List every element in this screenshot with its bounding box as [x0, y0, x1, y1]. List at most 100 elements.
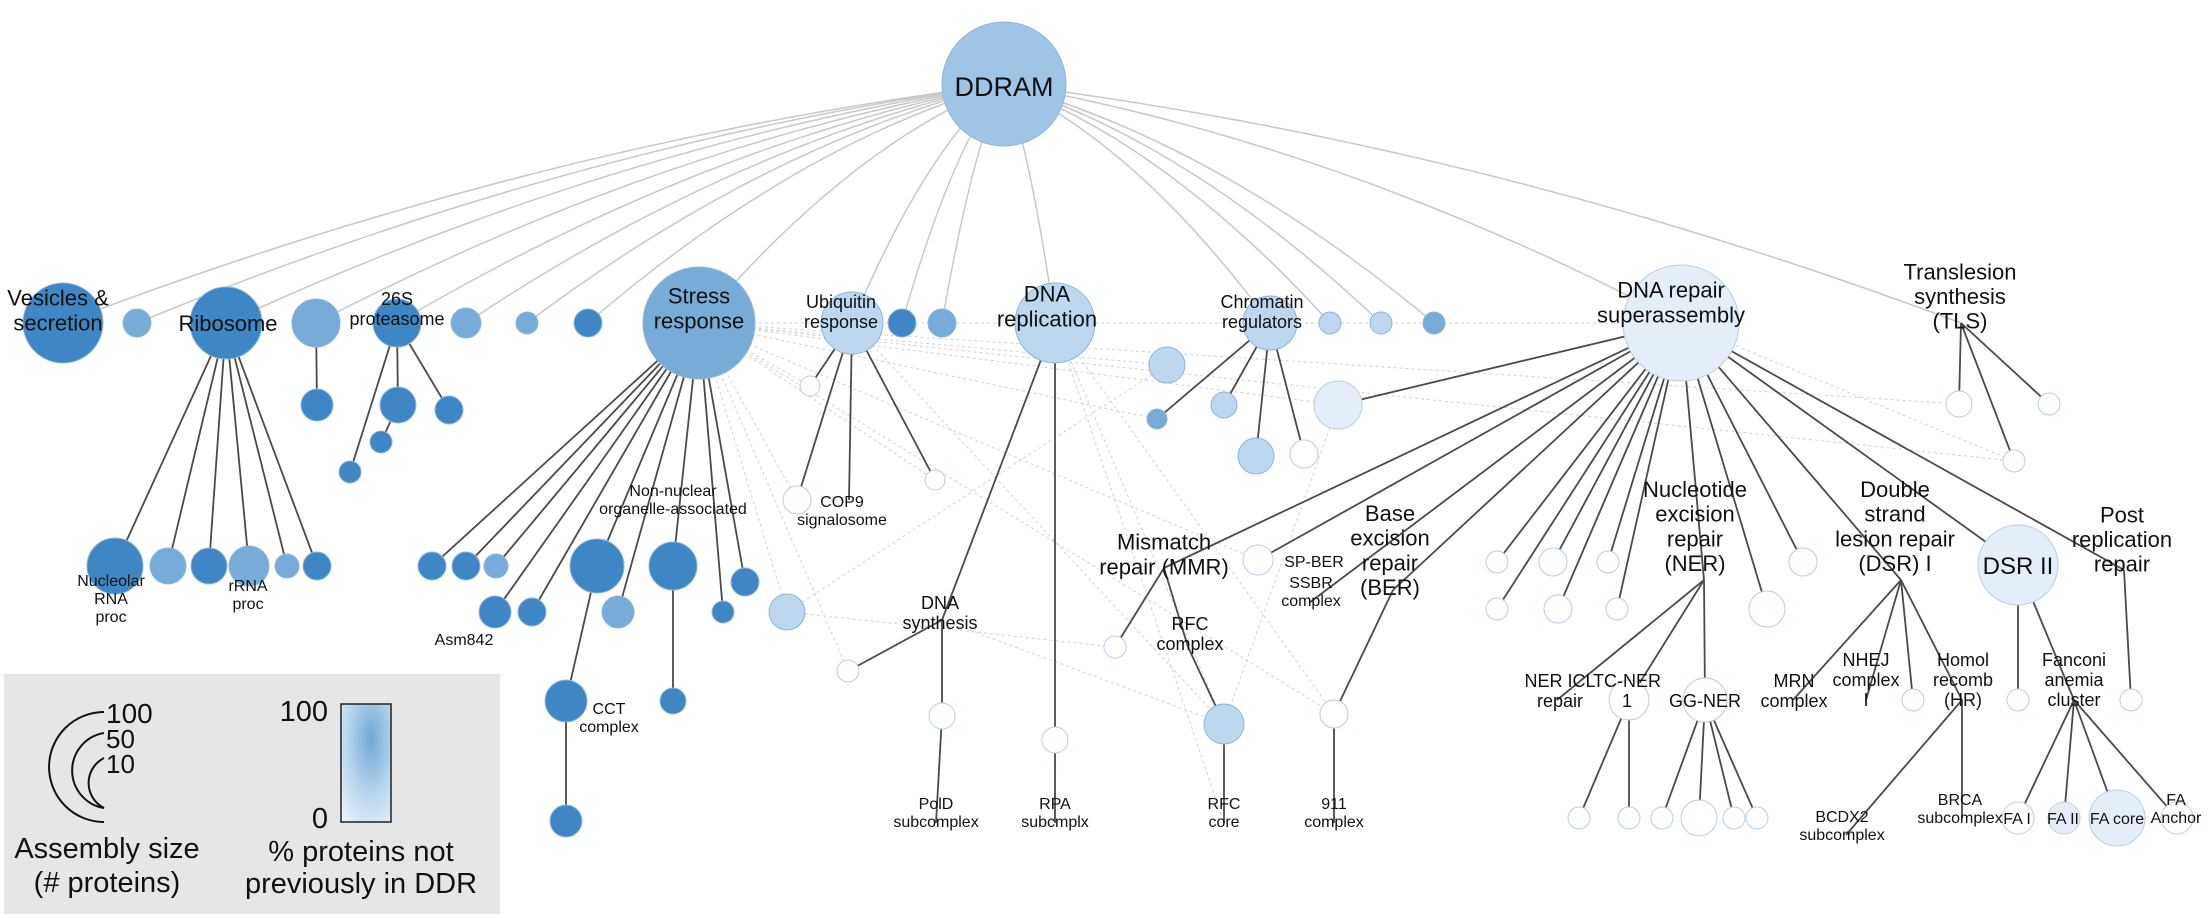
node-spber[interactable]	[1242, 544, 1274, 576]
node-ubiquitin[interactable]	[820, 291, 884, 355]
node-facore[interactable]	[2088, 789, 2146, 847]
node-pr2[interactable]	[379, 386, 417, 424]
node-rb5[interactable]	[274, 553, 300, 579]
node-ub1[interactable]	[799, 375, 821, 397]
node-faii[interactable]	[2047, 801, 2081, 835]
node-n9[interactable]	[1422, 311, 1446, 335]
node-n4[interactable]	[573, 308, 603, 338]
node-st10[interactable]	[730, 567, 760, 597]
node-rb6[interactable]	[302, 551, 332, 581]
node-dr1[interactable]	[1485, 550, 1509, 574]
edge-stress-tls1	[698, 322, 1960, 405]
node-ribosome[interactable]	[189, 286, 263, 360]
node-lb1[interactable]	[291, 298, 341, 348]
node-st5[interactable]	[517, 597, 547, 627]
node-dr5[interactable]	[1543, 594, 1573, 624]
node-st9[interactable]	[711, 600, 735, 624]
node-dr4[interactable]	[1485, 597, 1509, 621]
node-pr2c[interactable]	[369, 430, 393, 454]
node-ds1[interactable]	[836, 659, 860, 683]
node-ub3[interactable]	[924, 469, 946, 491]
node-root[interactable]	[941, 21, 1067, 147]
node-ne1[interactable]	[1567, 806, 1591, 830]
node-dr7[interactable]	[1788, 547, 1818, 577]
node-dr3[interactable]	[1596, 550, 1620, 574]
node-st4[interactable]	[478, 595, 512, 629]
node-cct[interactable]	[544, 679, 588, 723]
node-st1[interactable]	[417, 551, 447, 581]
node-ds2a[interactable]	[2006, 688, 2030, 712]
node-dsr_n[interactable]	[1901, 688, 1925, 712]
node-tls1[interactable]	[1945, 390, 1973, 418]
node-vesicles[interactable]	[22, 282, 104, 364]
node-ner_n[interactable]	[1748, 590, 1786, 628]
node-pr3[interactable]	[434, 395, 464, 425]
node-cctc[interactable]	[549, 804, 583, 838]
node-dnarep[interactable]	[1014, 282, 1096, 364]
node-tls3[interactable]	[2002, 449, 2026, 473]
node-dr6[interactable]	[1605, 597, 1629, 621]
node-faanchor[interactable]	[2160, 801, 2194, 835]
node-n1[interactable]	[122, 308, 152, 338]
edge-ribosome-rb2	[167, 322, 227, 567]
node-tls2[interactable]	[2037, 392, 2061, 416]
node-ch3[interactable]	[1210, 391, 1238, 419]
node-ch2[interactable]	[1146, 408, 1168, 430]
node-nonnuclear[interactable]	[648, 541, 698, 591]
node-nn2[interactable]	[659, 687, 687, 715]
node-nucleolar[interactable]	[86, 537, 144, 595]
node-dr2[interactable]	[1538, 547, 1568, 577]
edge-pold_n-pold	[935, 715, 943, 824]
node-ch1[interactable]	[1148, 346, 1186, 384]
node-rb3[interactable]	[190, 547, 228, 585]
edge-fanconi-fai	[2017, 699, 2075, 819]
node-ub2[interactable]	[782, 485, 812, 515]
node-rrna[interactable]	[228, 545, 270, 587]
node-mm1[interactable]	[1103, 635, 1127, 659]
node-dsr2[interactable]	[1977, 524, 2059, 606]
node-ne3[interactable]	[1650, 806, 1674, 830]
node-tcner[interactable]	[1608, 679, 1650, 721]
node-chromatin[interactable]	[1242, 295, 1298, 351]
node-fai[interactable]	[2001, 801, 2035, 835]
node-n5[interactable]	[887, 308, 917, 338]
node-n7[interactable]	[1318, 311, 1342, 335]
node-ne4[interactable]	[1680, 799, 1718, 837]
node-st3[interactable]	[483, 553, 509, 579]
edge-dnarepair-tls3	[1680, 322, 2015, 462]
node-ggner[interactable]	[1682, 677, 1728, 723]
node-rfc_n[interactable]	[1203, 703, 1245, 745]
node-lb1c[interactable]	[300, 388, 334, 422]
node-stress[interactable]	[642, 266, 756, 380]
node-ne6[interactable]	[1745, 806, 1769, 830]
node-ne5[interactable]	[1722, 806, 1746, 830]
node-proteasome[interactable]	[372, 298, 422, 348]
node-rb2[interactable]	[149, 547, 187, 585]
node-pold_n[interactable]	[928, 702, 956, 730]
node-n6[interactable]	[927, 308, 957, 338]
node-prr_n[interactable]	[2119, 688, 2143, 712]
edge-dnarep-dnasynth	[941, 322, 1056, 621]
node-dnarepair[interactable]	[1622, 264, 1740, 382]
node-c911n[interactable]	[1319, 699, 1349, 729]
edge-dnasynth-rfc_n	[941, 619, 1225, 725]
node-ch5[interactable]	[1289, 439, 1319, 469]
node-n3[interactable]	[515, 311, 539, 335]
node-n2[interactable]	[450, 307, 482, 339]
node-ne2[interactable]	[1617, 806, 1641, 830]
node-pr1[interactable]	[338, 460, 362, 484]
node-st6[interactable]	[569, 538, 625, 594]
node-n8[interactable]	[1369, 311, 1393, 335]
node-ch4[interactable]	[1237, 437, 1275, 475]
node-st7[interactable]	[601, 595, 635, 629]
node-st11[interactable]	[768, 593, 806, 631]
node-rpa_n[interactable]	[1041, 726, 1069, 754]
node-st2[interactable]	[451, 551, 481, 581]
edge-tls-tls1	[1958, 322, 1962, 405]
node-ch6[interactable]	[1313, 380, 1363, 430]
